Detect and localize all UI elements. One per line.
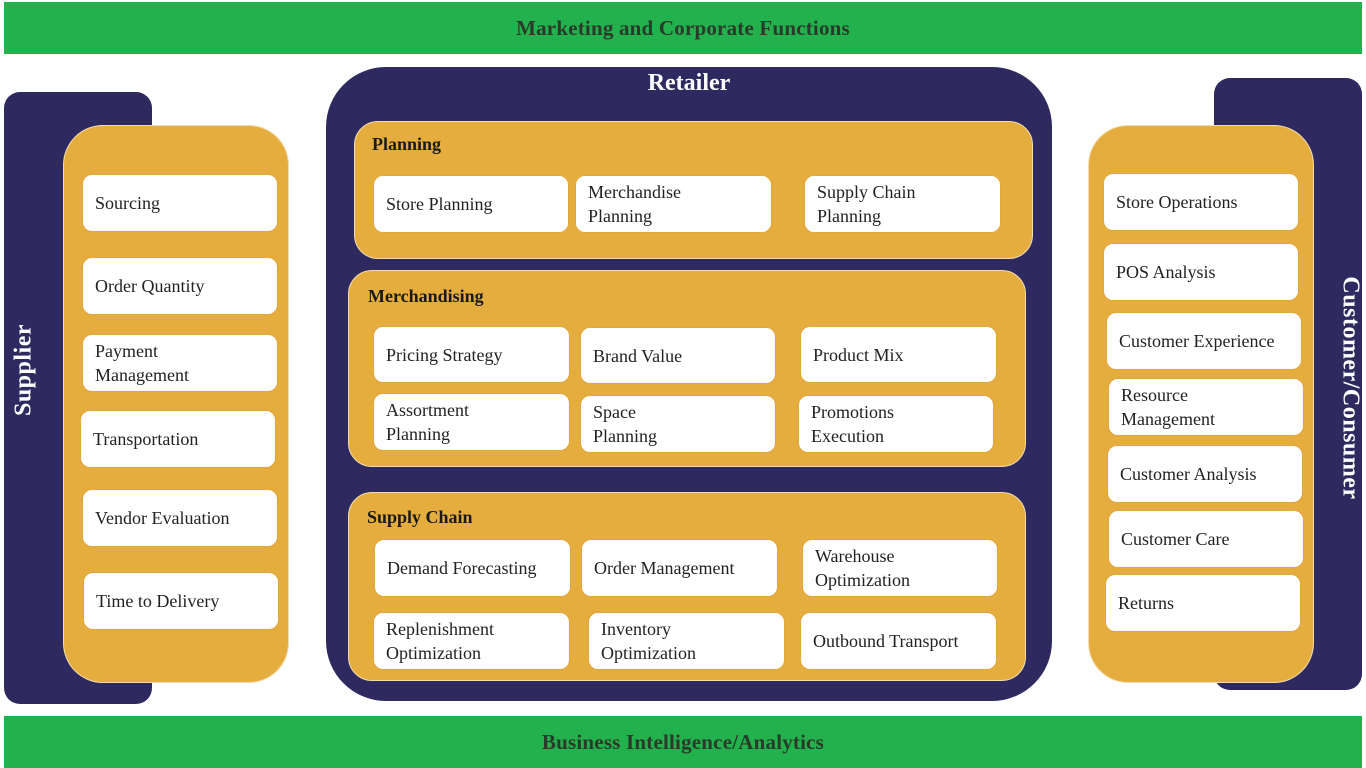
merchandising-item-product-mix[interactable]: Product Mix (800, 326, 997, 383)
customer-item-customer-experience[interactable]: Customer Experience (1106, 312, 1302, 370)
supplier-item-sourcing[interactable]: Sourcing (82, 174, 278, 232)
supplier-title: Supplier (10, 323, 37, 417)
customer-item-store-operations[interactable]: Store Operations (1103, 173, 1299, 231)
business-intelligence-band: Business Intelligence/Analytics (4, 716, 1362, 768)
supply-chain-item-demand-forecasting[interactable]: Demand Forecasting (374, 539, 571, 597)
customer-item-resource-management[interactable]: Resource Management (1108, 378, 1304, 436)
supplier-item-vendor-evaluation[interactable]: Vendor Evaluation (82, 489, 278, 547)
supplier-item-payment-management[interactable]: Payment Management (82, 334, 278, 392)
planning-item-store-planning[interactable]: Store Planning (373, 175, 569, 233)
customer-title: Customer/Consumer (1337, 276, 1364, 500)
customer-item-customer-analysis[interactable]: Customer Analysis (1107, 445, 1303, 503)
customer-item-customer-care[interactable]: Customer Care (1108, 510, 1304, 568)
merchandising-item-brand-value[interactable]: Brand Value (580, 327, 776, 384)
planning-item-merchandise-planning[interactable]: Merchandise Planning (575, 175, 772, 233)
business-intelligence-label: Business Intelligence/Analytics (541, 729, 825, 754)
planning-item-supply-chain-planning[interactable]: Supply Chain Planning (804, 175, 1001, 233)
merchandising-item-promotions-execution[interactable]: Promotions Execution (798, 395, 994, 453)
supplier-item-transportation[interactable]: Transportation (80, 410, 276, 468)
supplier-item-time-to-delivery[interactable]: Time to Delivery (83, 572, 279, 630)
supply-chain-title: Supply Chain (367, 507, 473, 527)
merchandising-item-space-planning[interactable]: Space Planning (580, 395, 776, 453)
supply-chain-item-replenishment-optimization[interactable]: Replenishment Optimization (373, 612, 570, 670)
marketing-corporate-label: Marketing and Corporate Functions (516, 15, 850, 40)
supply-chain-item-inventory-optimization[interactable]: Inventory Optimization (588, 612, 785, 670)
merchandising-item-assortment-planning[interactable]: Assortment Planning (373, 393, 570, 451)
merchandising-item-pricing-strategy[interactable]: Pricing Strategy (373, 326, 570, 383)
supplier-item-order-quantity[interactable]: Order Quantity (82, 257, 278, 315)
planning-title: Planning (372, 134, 442, 154)
customer-item-pos-analysis[interactable]: POS Analysis (1103, 243, 1299, 301)
customer-item-returns[interactable]: Returns (1105, 574, 1301, 632)
supply-chain-item-order-management[interactable]: Order Management (581, 539, 778, 597)
supply-chain-item-outbound-transport[interactable]: Outbound Transport (800, 612, 997, 670)
marketing-corporate-band: Marketing and Corporate Functions (4, 2, 1362, 54)
retailer-title: Retailer (647, 70, 731, 96)
merchandising-title: Merchandising (368, 286, 484, 306)
supply-chain-item-warehouse-optimization[interactable]: Warehouse Optimization (802, 539, 998, 597)
